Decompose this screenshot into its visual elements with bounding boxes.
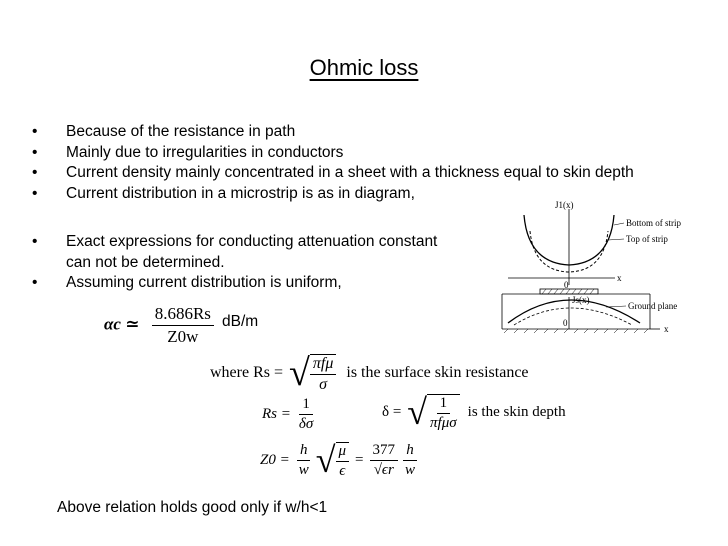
sqrt-symbol: √ [407, 392, 428, 432]
top-of-strip-label: Top of strip [626, 234, 668, 244]
z0-eps: ϵ [339, 463, 346, 479]
rs2-lhs: Rs = [262, 406, 291, 422]
rs-description: is the surface skin resistance [346, 364, 529, 381]
z0-377-fraction: 377 √ϵr [369, 442, 398, 479]
bullet-item: Current distribution in a microstrip is … [30, 184, 634, 205]
z0-hw-fraction: h w [296, 442, 312, 479]
ground-current-curve [507, 299, 641, 324]
delta-fraction: 1 πfμσ [427, 394, 460, 432]
z0-w2: w [405, 461, 416, 478]
footer-note: Above relation holds good only if w/h<1 [57, 499, 328, 516]
sqrt-symbol: √ [315, 440, 336, 480]
ground-current-curve-dashed [513, 307, 633, 326]
zero-label: 0 [564, 280, 569, 290]
sqrt-symbol: √ [289, 352, 310, 394]
microstrip-hatching [541, 288, 595, 295]
alpha-equation: αc ≃ 8.686Rs Z0w [104, 304, 214, 347]
ground-plane-label: Ground plane [628, 301, 677, 311]
alpha-unit: dB/m [222, 313, 259, 330]
bullet-list-2: Exact expressions for conducting attenua… [30, 232, 437, 294]
j1-label: J1(x) [555, 200, 574, 210]
rs-numerator: πfμ [309, 355, 337, 375]
zero2-label: 0 [563, 318, 568, 328]
alpha-lhs: αc ≃ [104, 314, 140, 334]
js-label: Js(x) [572, 295, 590, 305]
delta-numerator: 1 [436, 395, 451, 414]
bullet-item: Assuming current distribution is uniform… [30, 273, 437, 294]
leader-line [613, 222, 625, 226]
z0-377: 377 [369, 442, 398, 461]
rs-equation: where Rs = √ πfμ σ is the surface skin r… [210, 352, 529, 394]
bullet-list: Because of the resistance in path Mainly… [30, 122, 634, 204]
rs2-fraction: 1 δσ [296, 396, 316, 433]
alpha-fraction: 8.686Rs Z0w [151, 304, 214, 347]
z0-w: w [298, 461, 309, 478]
bullet-continuation: can not be determined. [30, 253, 437, 274]
z0-h2: h [403, 442, 417, 461]
bullet-item: Current density mainly concentrated in a… [30, 163, 634, 184]
bullet-continuation-text: can not be determined. [66, 253, 225, 271]
z0-equation: Z0 = h w √ μ ϵ = 377 √ϵr h w [260, 440, 418, 480]
delta-lhs: δ = [382, 403, 402, 420]
x-axis-label: x [617, 273, 622, 283]
rs-fraction: πfμ σ [309, 354, 337, 394]
z0-hw2-fraction: h w [402, 442, 418, 479]
z0-h: h [296, 442, 311, 461]
z0-epsr: √ϵr [373, 461, 394, 478]
alpha-denominator: Z0w [167, 327, 199, 346]
rs2-equation: Rs = 1 δσ [262, 396, 316, 433]
z0-lhs: Z0 = [260, 451, 290, 468]
top-of-strip-curve [529, 230, 609, 273]
delta-equation: δ = √ 1 πfμσ is the skin depth [382, 392, 566, 432]
bottom-of-strip-label: Bottom of strip [626, 218, 682, 228]
slide-title: Ohmic loss [309, 55, 419, 80]
bullet-item: Because of the resistance in path [30, 122, 634, 143]
current-distribution-diagram: J1(x) x 0 Bottom of strip Top of strip J… [501, 200, 682, 334]
z0-mueps-fraction: μ ϵ [335, 442, 350, 480]
rs2-numerator: 1 [299, 396, 313, 415]
x2-axis-label: x [664, 324, 669, 334]
bullet-item: Mainly due to irregularities in conducto… [30, 143, 634, 164]
z0-equals: = [355, 451, 364, 468]
delta-description: is the skin depth [467, 403, 566, 420]
bottom-of-strip-curve [523, 214, 615, 266]
leader-line [605, 305, 627, 308]
bullet-item: Exact expressions for conducting attenua… [30, 232, 437, 253]
rs2-denominator: δσ [298, 416, 314, 432]
alpha-numerator: 8.686Rs [151, 304, 214, 326]
leader-line [607, 238, 625, 241]
rs-prefix: where Rs = [210, 364, 284, 381]
rs-denominator: σ [319, 376, 328, 393]
delta-denominator: πfμσ [430, 415, 457, 431]
ground-hatching [503, 328, 649, 334]
z0-mu: μ [335, 443, 350, 462]
